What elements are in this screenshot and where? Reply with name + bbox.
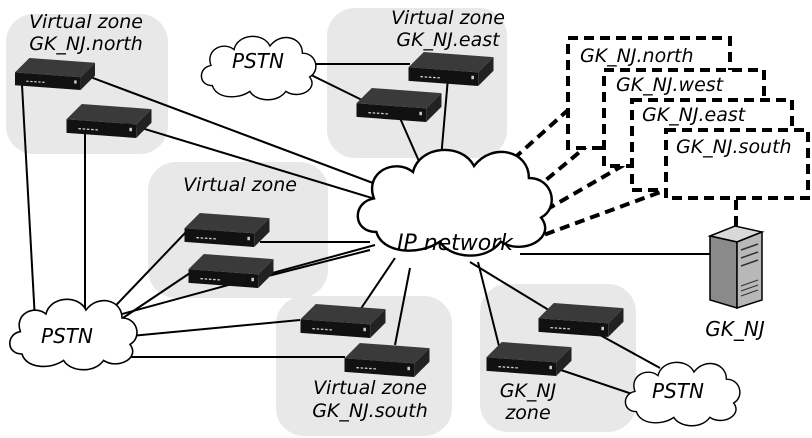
gateway-east-1 (407, 52, 495, 86)
zone-south-name: GK_NJ.south (312, 400, 428, 422)
gateway-gk-1 (537, 303, 625, 337)
gk-nj-server-icon (707, 225, 765, 310)
pstn-top-label: PSTN (232, 49, 284, 73)
vz-item-south: GK_NJ.south (676, 136, 792, 158)
vz-item-west: GK_NJ.west (616, 74, 725, 96)
zone-gk-title: GK_NJ (500, 380, 557, 402)
gateway-middle-1 (183, 213, 271, 247)
gateway-gk-2 (485, 342, 573, 376)
gateway-north-2 (65, 104, 153, 138)
zone-east-name: GK_NJ.east (396, 29, 501, 51)
ip-network-label: IP network (397, 231, 514, 256)
pstn-left-label: PSTN (41, 324, 93, 348)
zone-east-title: Virtual zone (391, 7, 505, 29)
zone-gk-name: zone (504, 402, 550, 424)
gateway-east-2 (355, 88, 443, 122)
zone-south-title: Virtual zone (313, 377, 427, 399)
gateway-south-1 (299, 304, 387, 338)
vz-box-south (664, 128, 810, 200)
gateway-south-2 (343, 343, 431, 377)
gateway-north-1 (14, 58, 96, 90)
zone-north-name: GK_NJ.north (29, 33, 143, 55)
vz-item-east: GK_NJ.east (642, 104, 747, 126)
zone-bg-east (327, 8, 507, 158)
vz-item-north: GK_NJ.north (580, 45, 694, 67)
gateway-middle-2 (187, 254, 275, 288)
virtual-zone-list: GK_NJ.north GK_NJ.west GK_NJ.east GK_NJ.… (566, 36, 810, 200)
gk-nj-server-label: GK_NJ (705, 317, 765, 341)
pstn-right-label: PSTN (652, 379, 704, 403)
zone-north-title: Virtual zone (29, 11, 143, 33)
zone-middle-title: Virtual zone (183, 174, 297, 196)
